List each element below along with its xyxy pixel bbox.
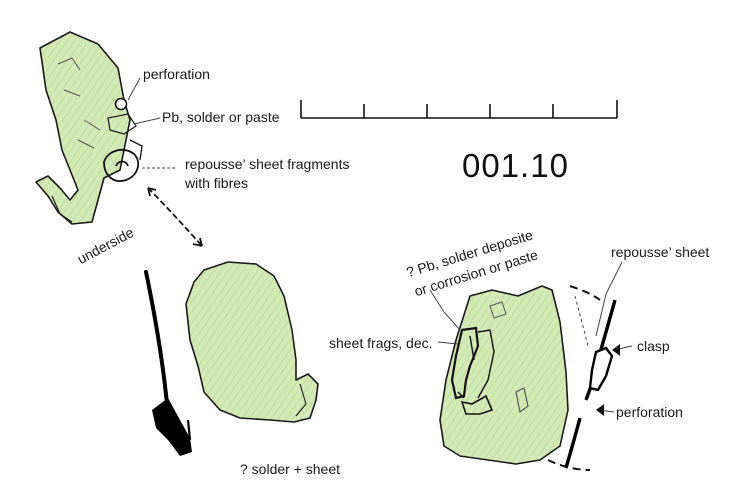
label-repousse-fragments-2: with fibres	[185, 175, 249, 191]
arrowhead-perforation	[596, 404, 604, 416]
arrowhead-clasp	[612, 344, 620, 356]
repousse-fragment	[103, 148, 140, 182]
label-clasp: clasp	[637, 338, 670, 354]
section-right	[547, 285, 617, 471]
perforation-hole	[114, 97, 128, 111]
solder-patch	[107, 113, 137, 135]
label-repousse-fragments-1: repousse’ sheet fragments	[185, 156, 350, 172]
correspondence-arrow	[147, 187, 203, 247]
fragment-profile	[144, 270, 192, 456]
sheet-frag-outline	[450, 326, 480, 400]
label-pb-solder-paste: Pb, solder or paste	[162, 109, 280, 125]
label-perforation-top: perforation	[143, 66, 210, 82]
label-solder-sheet: ? solder + sheet	[240, 461, 341, 477]
catalogue-number: 001.10	[462, 147, 569, 184]
label-repousse-sheet: repousse’ sheet	[611, 244, 710, 260]
scale-bar	[300, 100, 618, 119]
leaders-fragment-1	[127, 77, 175, 169]
clasp-shape	[588, 346, 614, 392]
label-sheet-frags: sheet frags, dec.	[329, 335, 433, 351]
fragment-underside	[35, 31, 143, 225]
fragment-face	[185, 261, 319, 423]
fragment-face-right	[439, 285, 569, 465]
solder-section	[152, 398, 192, 456]
label-perforation-bottom: perforation	[616, 404, 683, 420]
